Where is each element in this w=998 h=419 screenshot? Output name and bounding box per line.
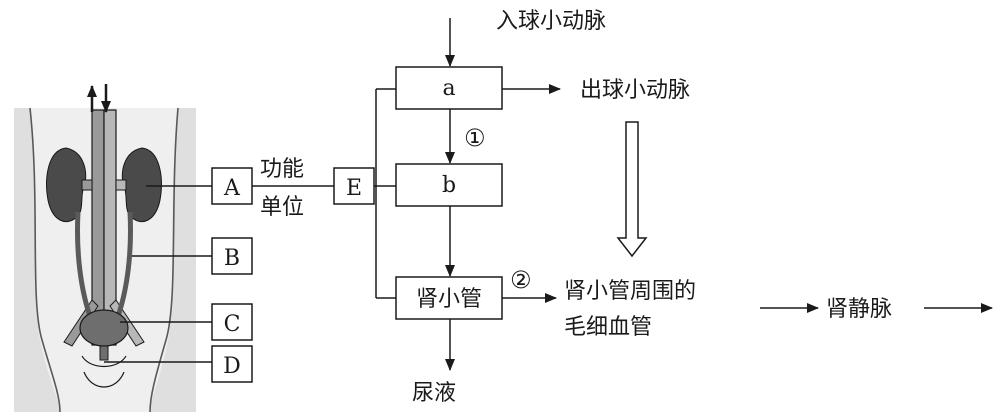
box-C-label: C	[224, 312, 241, 337]
left-ureter	[75, 211, 95, 323]
renal-vein-label: 肾静脉	[826, 297, 892, 322]
box-C: C	[211, 303, 253, 341]
box-a-label: a	[442, 76, 455, 101]
box-b: b	[395, 163, 503, 207]
bladder	[79, 309, 129, 347]
torso-right-edge	[149, 107, 179, 413]
box-B-label: B	[224, 246, 240, 271]
process-marker-1: ①	[464, 124, 486, 152]
box-E-label: E	[346, 176, 362, 201]
functional-unit-label-2: 单位	[260, 195, 304, 220]
functional-unit-label-1: 功能	[260, 157, 304, 182]
capillaries-label-2: 毛细血管	[564, 315, 652, 340]
box-b-label: b	[442, 173, 456, 198]
organ-pointer-lines	[104, 185, 212, 363]
box-A-label: A	[223, 176, 241, 201]
box-D: D	[211, 345, 253, 383]
bracket-E	[374, 88, 396, 299]
afferent-arteriole-label: 入球小动脉	[496, 9, 606, 34]
left-kidney	[46, 147, 87, 222]
renal-tubule-label: 肾小管	[416, 287, 482, 312]
efferent-arteriole-label: 出球小动脉	[580, 78, 690, 103]
box-D-label: D	[223, 354, 241, 379]
urethra	[99, 345, 109, 361]
human-body-illustration	[14, 84, 196, 413]
right-ureter	[113, 211, 133, 323]
box-A: A	[211, 167, 253, 205]
box-B: B	[211, 237, 253, 275]
process-marker-2: ②	[510, 266, 532, 294]
box-E: E	[333, 167, 375, 205]
right-kidney	[121, 147, 162, 222]
torso-left-edge	[29, 107, 61, 413]
capillaries-label-1: 肾小管周围的	[564, 279, 696, 304]
box-a: a	[395, 66, 503, 110]
hollow-down-arrow-icon	[616, 121, 648, 258]
urine-label: 尿液	[412, 381, 456, 406]
renal-tubule-box: 肾小管	[395, 276, 503, 320]
